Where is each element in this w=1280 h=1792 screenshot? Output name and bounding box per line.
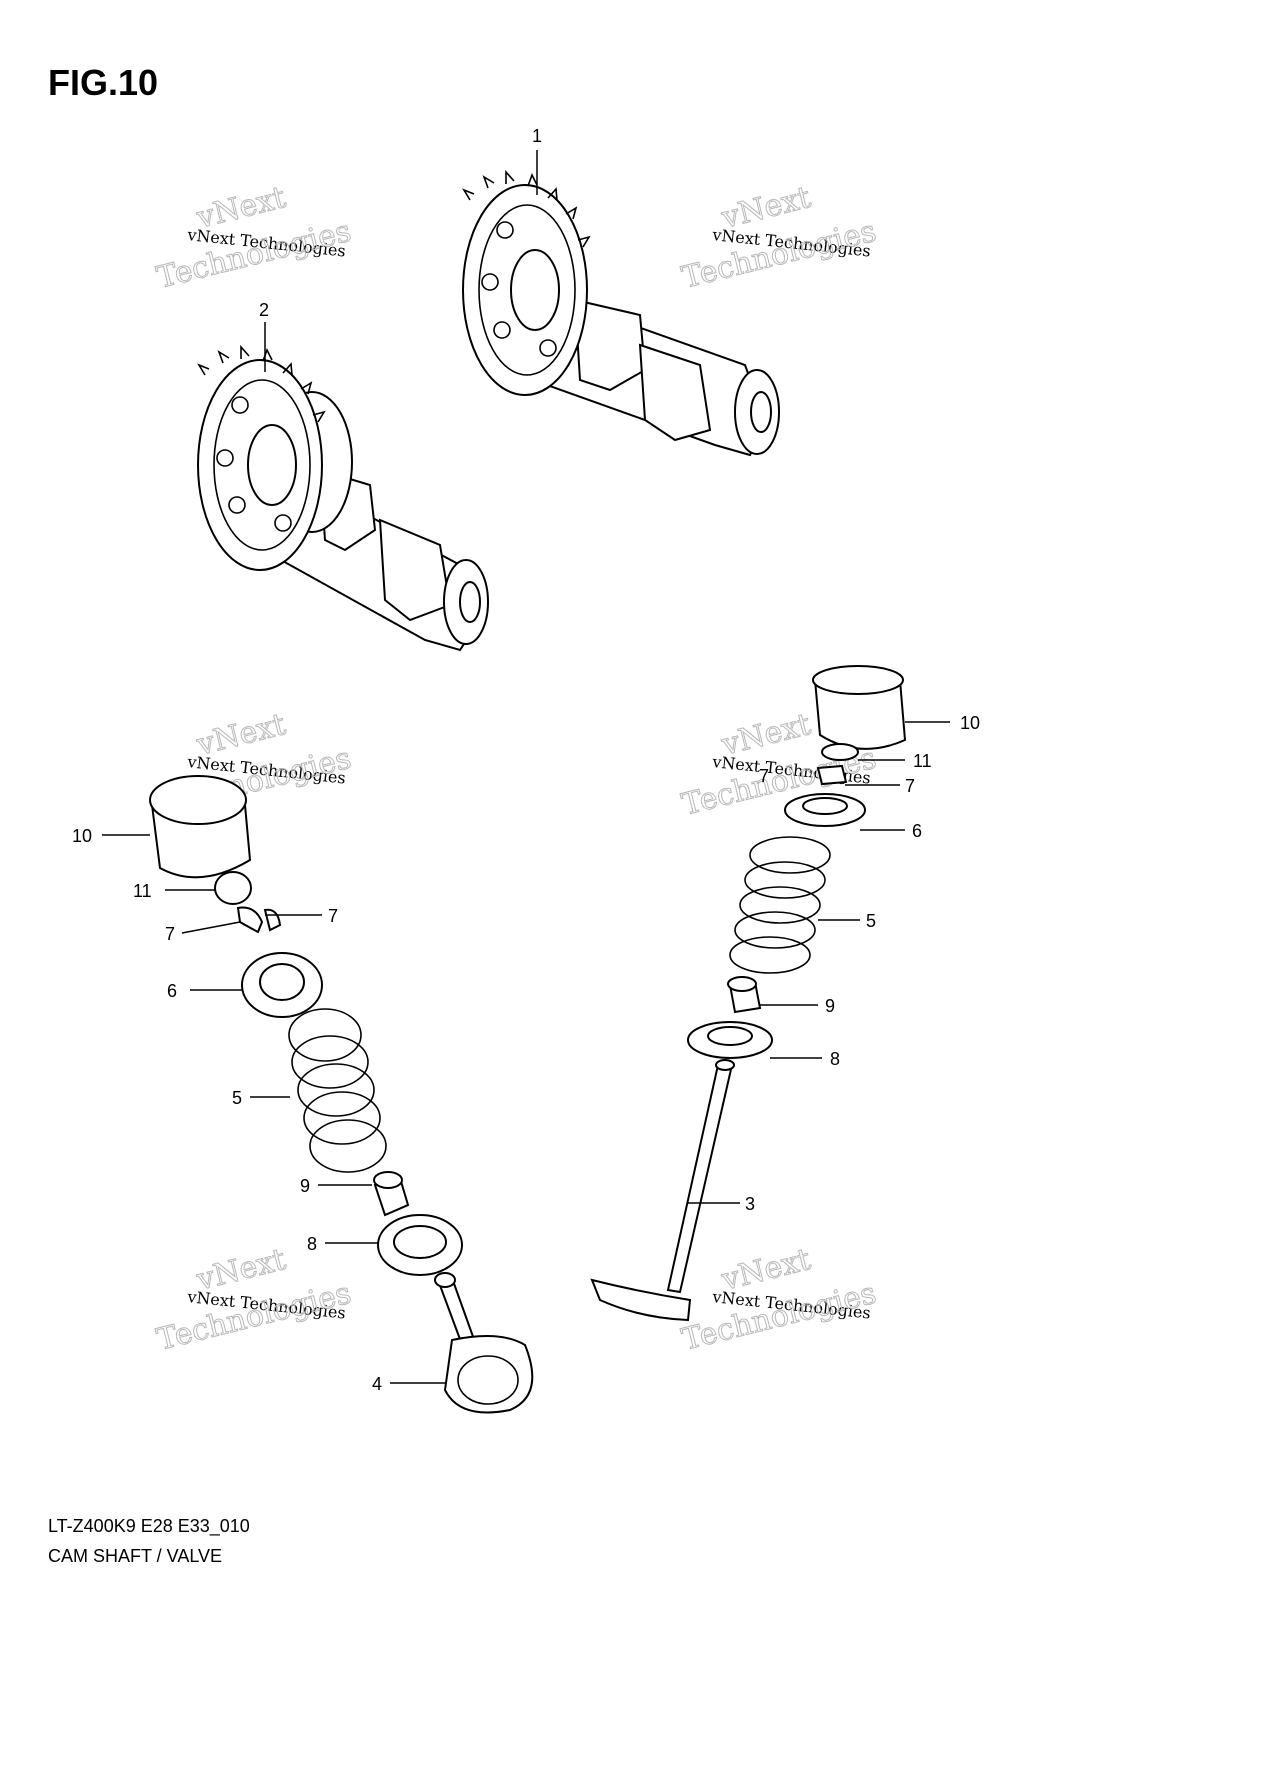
callout-5-left: 5	[232, 1088, 242, 1108]
svg-text:Technologies: Technologies	[678, 1276, 879, 1358]
callout-7-right-a: 7	[759, 766, 769, 786]
callout-8-left: 8	[307, 1234, 317, 1254]
callout-8-right: 8	[830, 1049, 840, 1069]
callout-9-left: 9	[300, 1176, 310, 1196]
diagram-caption: CAM SHAFT / VALVE	[48, 1546, 223, 1566]
left-valve-assembly-drawing	[149, 775, 534, 1414]
callout-11-left: 11	[133, 881, 152, 901]
callout-7-left-b: 7	[165, 924, 175, 944]
svg-text:Technologies: Technologies	[153, 214, 354, 296]
svg-text:Technologies: Technologies	[153, 1276, 354, 1358]
callout-7-right-b: 7	[905, 776, 915, 796]
model-code: LT-Z400K9 E28 E33_010	[48, 1516, 250, 1536]
callout-4: 4	[372, 1374, 382, 1394]
right-valve-assembly-drawing	[590, 665, 907, 1322]
camshaft-2-drawing	[197, 344, 489, 652]
watermark-top-left: vNext vNext Technologies Technologies	[153, 180, 355, 297]
leader-lines	[102, 150, 950, 1384]
watermark-bottom-right: vNext vNext Technologies Technologies	[678, 1242, 880, 1359]
callout-11-right: 11	[913, 751, 932, 771]
callout-3: 3	[745, 1194, 755, 1214]
callout-9-right: 9	[825, 996, 835, 1016]
callout-6-left: 6	[167, 981, 177, 1001]
callout-10-left: 10	[72, 826, 92, 846]
callout-5-right: 5	[866, 911, 876, 931]
svg-text:Technologies: Technologies	[678, 214, 879, 296]
camshaft-1-drawing	[462, 169, 780, 457]
watermark-top-right: vNext vNext Technologies Technologies	[678, 180, 880, 297]
callout-10-right: 10	[960, 713, 980, 733]
callout-1: 1	[532, 126, 542, 146]
figure-title: FIG.10	[48, 62, 159, 103]
callout-labels: 1 2 10 11 7 7 6 5 9 8 4 10 11 7 7 6 5 9 …	[72, 126, 980, 1394]
callout-2: 2	[259, 300, 269, 320]
watermark-bottom-left: vNext vNext Technologies Technologies	[153, 1242, 355, 1359]
callout-7-left-a: 7	[328, 906, 338, 926]
callout-6-right: 6	[912, 821, 922, 841]
